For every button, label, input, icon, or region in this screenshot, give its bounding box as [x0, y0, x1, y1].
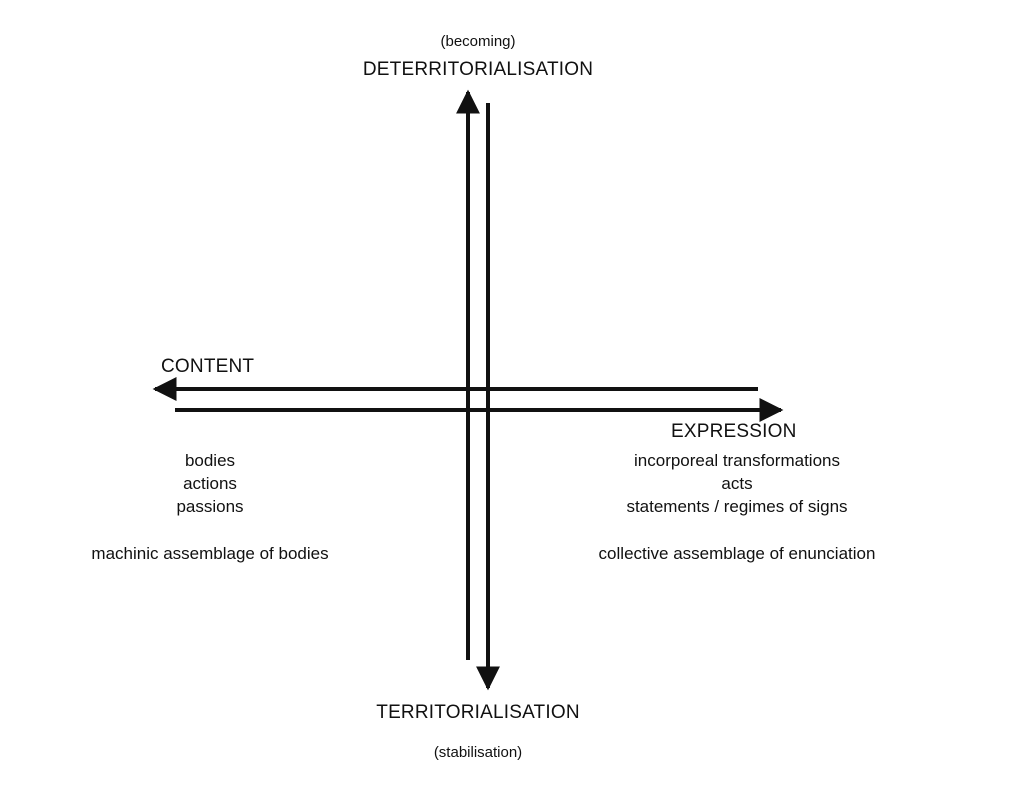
content-item-bodies: bodies	[184, 451, 236, 470]
expression-item-statements: statements / regimes of signs	[626, 497, 848, 516]
expression-label: EXPRESSION	[671, 421, 797, 442]
expression-assemblage: collective assemblage of enunciation	[598, 544, 876, 563]
deterritorialisation-label: DETERRITORIALISATION	[362, 59, 594, 80]
content-item-actions: actions	[183, 474, 237, 493]
content-assemblage: machinic assemblage of bodies	[91, 544, 329, 563]
stabilisation-label: (stabilisation)	[433, 744, 523, 761]
content-item-passions: passions	[176, 497, 244, 516]
territorialisation-label: TERRITORIALISATION	[376, 702, 580, 723]
expression-item-incorporeal-transformations: incorporeal transformations	[634, 451, 840, 470]
becoming-label: (becoming)	[440, 33, 516, 50]
expression-item-acts: acts	[721, 474, 753, 493]
content-label: CONTENT	[161, 356, 255, 377]
